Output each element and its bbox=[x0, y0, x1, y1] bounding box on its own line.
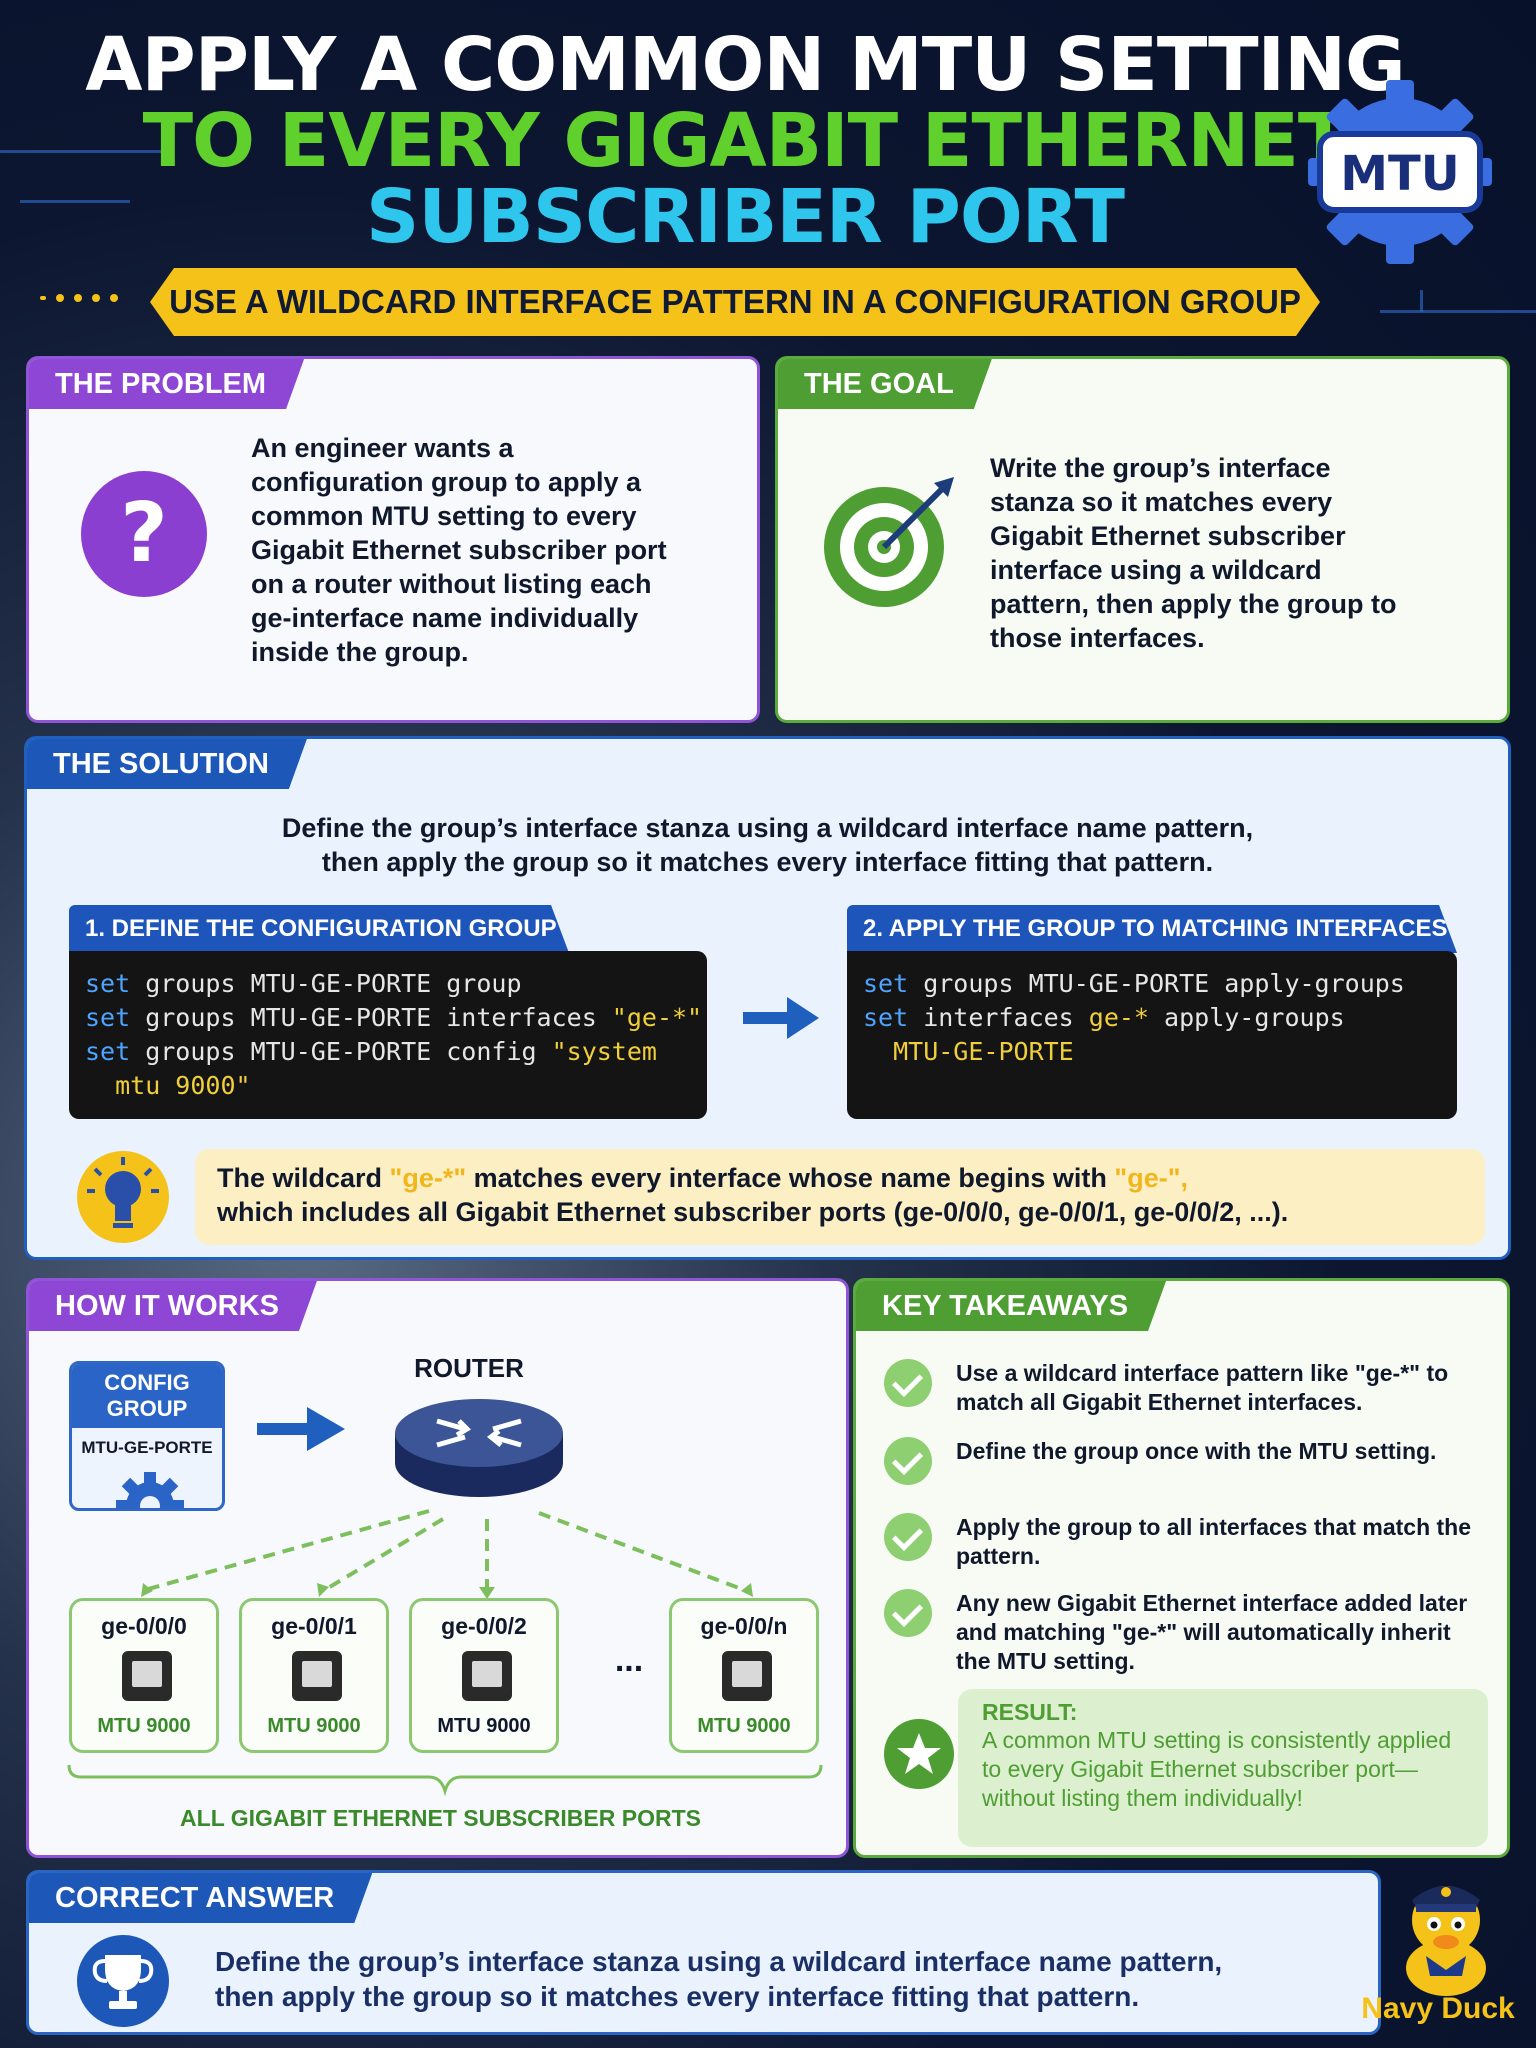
title-line-3: SUBSCRIBER PORT bbox=[366, 174, 1125, 260]
takeaway-text: Any new Gigabit Ethernet interface added… bbox=[956, 1590, 1468, 1674]
trophy-icon bbox=[77, 1935, 169, 2027]
goal-panel: THE GOAL Write the group’s interface sta… bbox=[775, 356, 1510, 723]
mtu-gear-icon: MTU bbox=[1308, 80, 1492, 264]
solution-intro-line2: then apply the group so it matches every… bbox=[321, 847, 1214, 877]
arrow-right-icon bbox=[257, 1407, 345, 1451]
subtitle-banner: USE A WILDCARD INTERFACE PATTERN IN A CO… bbox=[150, 268, 1320, 336]
solution-panel: THE SOLUTION Define the group’s interfac… bbox=[24, 736, 1511, 1260]
port-name: ge-0/0/1 bbox=[271, 1613, 357, 1639]
star-icon bbox=[884, 1719, 954, 1789]
key-panel: KEY TAKEAWAYS Use a wildcard interface p… bbox=[853, 1278, 1510, 1858]
result-box: RESULT: A common MTU setting is consiste… bbox=[958, 1689, 1488, 1847]
title-line-2: TO EVERY GIGABIT ETHERNET bbox=[142, 98, 1349, 184]
solution-intro-line1: Define the group’s interface stanza usin… bbox=[281, 813, 1254, 843]
how-tab: HOW IT WORKS bbox=[29, 1281, 317, 1331]
title-line-1: APPLY A COMMON MTU SETTING bbox=[85, 22, 1406, 108]
takeaway-item: Use a wildcard interface pattern like "g… bbox=[884, 1359, 1484, 1419]
tip-box: The wildcard "ge-*" matches every interf… bbox=[195, 1149, 1485, 1245]
answer-panel: CORRECT ANSWER Define the group’s interf… bbox=[26, 1870, 1381, 2035]
takeaway-item: Any new Gigabit Ethernet interface added… bbox=[884, 1589, 1484, 1679]
key-tab: KEY TAKEAWAYS bbox=[856, 1281, 1166, 1331]
router-icon bbox=[395, 1399, 563, 1497]
code-line: mtu 9000" bbox=[85, 1071, 251, 1100]
arrow-right-icon bbox=[743, 997, 819, 1039]
decor-dots bbox=[40, 294, 118, 302]
code-line: set groups MTU-GE-PORTE config "system bbox=[85, 1037, 657, 1066]
circuit-line bbox=[20, 200, 130, 203]
svg-text:?: ? bbox=[120, 486, 168, 581]
takeaway-text: Apply the group to all interfaces that m… bbox=[956, 1514, 1472, 1569]
step1-code: set groups MTU-GE-PORTE group set groups… bbox=[69, 951, 707, 1119]
question-mark-icon: ? bbox=[81, 471, 207, 597]
code-line: set interfaces ge-* apply-groups bbox=[863, 1003, 1345, 1032]
problem-text: An engineer wants a configuration group … bbox=[251, 433, 667, 667]
code-line: set groups MTU-GE-PORTE group bbox=[85, 969, 522, 998]
connection-lines bbox=[140, 1509, 753, 1599]
problem-tab: THE PROBLEM bbox=[29, 359, 304, 409]
mtu-badge-label: MTU bbox=[1340, 146, 1459, 202]
circuit-line bbox=[1380, 310, 1536, 313]
result-title: RESULT: bbox=[982, 1699, 1078, 1725]
step2-title: 2. APPLY THE GROUP TO MATCHING INTERFACE… bbox=[847, 905, 1457, 953]
circuit-line bbox=[1420, 290, 1423, 312]
config-group-name: MTU-GE-PORTE bbox=[81, 1438, 213, 1457]
step2-code: set groups MTU-GE-PORTE apply-groups set… bbox=[847, 951, 1457, 1119]
ethernet-port-icon bbox=[292, 1651, 342, 1701]
code-line: MTU-GE-PORTE bbox=[863, 1037, 1074, 1066]
tip-line2: which includes all Gigabit Ethernet subs… bbox=[217, 1197, 1289, 1227]
port-mtu: MTU 9000 bbox=[97, 1715, 191, 1737]
port-name: ge-0/0/2 bbox=[441, 1613, 527, 1639]
ports-ellipsis: ... bbox=[614, 1641, 644, 1679]
port-name: ge-0/0/n bbox=[700, 1613, 788, 1639]
tip-line1: The wildcard "ge-*" matches every interf… bbox=[217, 1163, 1189, 1193]
ethernet-port-icon bbox=[122, 1651, 172, 1701]
subtitle-text: USE A WILDCARD INTERFACE PATTERN IN A CO… bbox=[169, 283, 1301, 320]
brand-name: Navy Duck bbox=[1361, 1992, 1515, 2025]
port-card: ge-0/0/n MTU 9000 bbox=[669, 1598, 819, 1753]
goal-text: Write the group’s interface stanza so it… bbox=[990, 453, 1397, 653]
answer-line1: Define the group’s interface stanza usin… bbox=[215, 1946, 1223, 1977]
problem-panel: THE PROBLEM ? An engineer wants a config… bbox=[26, 356, 760, 723]
lightbulb-icon bbox=[77, 1151, 169, 1243]
check-icon bbox=[884, 1513, 932, 1561]
config-group-label: CONFIG GROUP bbox=[72, 1364, 222, 1428]
answer-line2: then apply the group so it matches every… bbox=[215, 1981, 1140, 2012]
port-card: ge-0/0/1 MTU 9000 bbox=[239, 1598, 389, 1753]
port-mtu: MTU 9000 bbox=[437, 1715, 531, 1737]
port-card: ge-0/0/2 MTU 9000 bbox=[409, 1598, 559, 1753]
port-mtu: MTU 9000 bbox=[267, 1715, 361, 1737]
check-icon bbox=[884, 1359, 932, 1407]
port-name: ge-0/0/0 bbox=[101, 1613, 187, 1639]
code-line: set groups MTU-GE-PORTE apply-groups bbox=[863, 969, 1405, 998]
gear-icon bbox=[116, 1472, 184, 1508]
goal-tab: THE GOAL bbox=[778, 359, 992, 409]
router-label: ROUTER bbox=[414, 1353, 524, 1383]
takeaway-text: Define the group once with the MTU setti… bbox=[956, 1438, 1437, 1464]
solution-tab: THE SOLUTION bbox=[27, 739, 307, 789]
port-card: ge-0/0/0 MTU 9000 bbox=[69, 1598, 219, 1753]
ethernet-port-icon bbox=[462, 1651, 512, 1701]
config-group-card: CONFIG GROUP MTU-GE-PORTE bbox=[69, 1361, 225, 1511]
check-icon bbox=[884, 1589, 932, 1637]
takeaway-text: Use a wildcard interface pattern like "g… bbox=[956, 1360, 1449, 1415]
code-line: set groups MTU-GE-PORTE interfaces "ge-*… bbox=[85, 1003, 703, 1032]
check-icon bbox=[884, 1437, 932, 1485]
how-panel: HOW IT WORKS CONFIG GROUP MTU-GE-PORTE R… bbox=[26, 1278, 849, 1858]
port-mtu: MTU 9000 bbox=[697, 1715, 791, 1737]
navy-duck-mascot-icon bbox=[1406, 1886, 1486, 1996]
answer-tab: CORRECT ANSWER bbox=[29, 1873, 372, 1923]
circuit-line bbox=[0, 150, 170, 153]
ports-caption: ALL GIGABIT ETHERNET SUBSCRIBER PORTS bbox=[180, 1805, 701, 1831]
result-text: A common MTU setting is consistently app… bbox=[982, 1727, 1452, 1811]
takeaway-item: Apply the group to all interfaces that m… bbox=[884, 1513, 1484, 1573]
ports-brace bbox=[67, 1764, 823, 1797]
takeaway-item: Define the group once with the MTU setti… bbox=[884, 1437, 1484, 1497]
step1-title: 1. DEFINE THE CONFIGURATION GROUP bbox=[69, 905, 569, 953]
ethernet-port-icon bbox=[722, 1651, 772, 1701]
target-icon bbox=[824, 477, 954, 607]
